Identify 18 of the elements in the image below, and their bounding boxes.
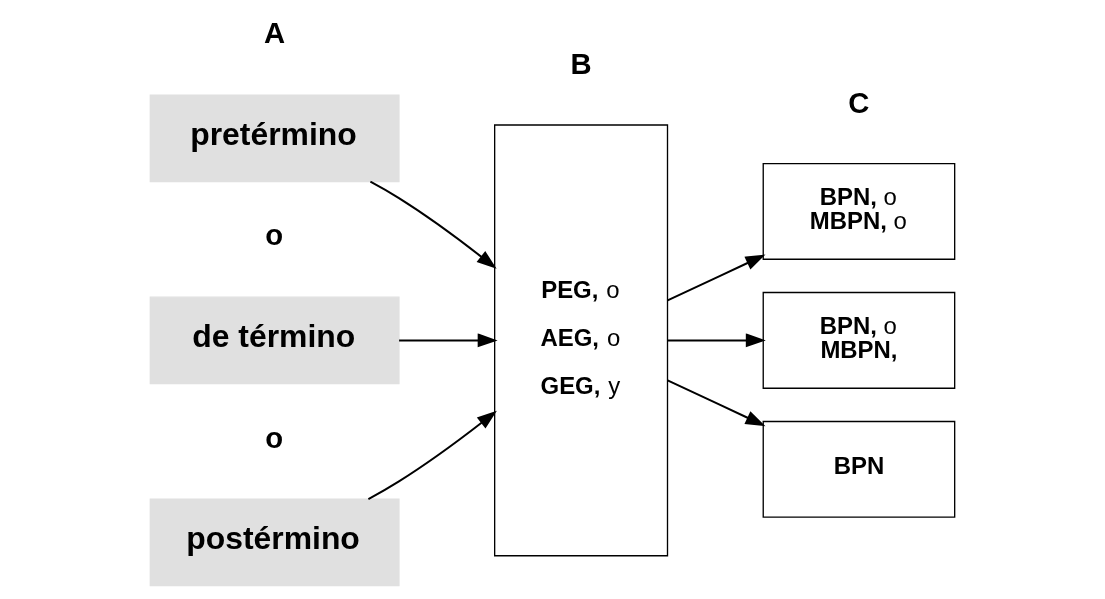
node-box: de término — [149, 296, 400, 385]
label: o — [265, 421, 284, 454]
arrow — [666, 254, 766, 302]
label: C — [848, 86, 870, 119]
node-box: BPN, o MBPN, — [762, 291, 956, 389]
node-box: BPN — [762, 420, 956, 518]
node-box: BPN, o MBPN, o — [762, 162, 956, 260]
label: o — [265, 219, 284, 252]
arrow — [398, 333, 498, 348]
arrow — [666, 379, 766, 427]
arrow — [666, 333, 766, 348]
arrow — [369, 180, 497, 269]
node-box: pretérmino — [149, 94, 400, 183]
node-box: postérmino — [149, 498, 400, 587]
label: A — [263, 17, 286, 50]
arrow — [367, 410, 497, 501]
node-box: PEG, o AEG, o GEG, y — [494, 124, 669, 557]
label: B — [570, 47, 592, 80]
